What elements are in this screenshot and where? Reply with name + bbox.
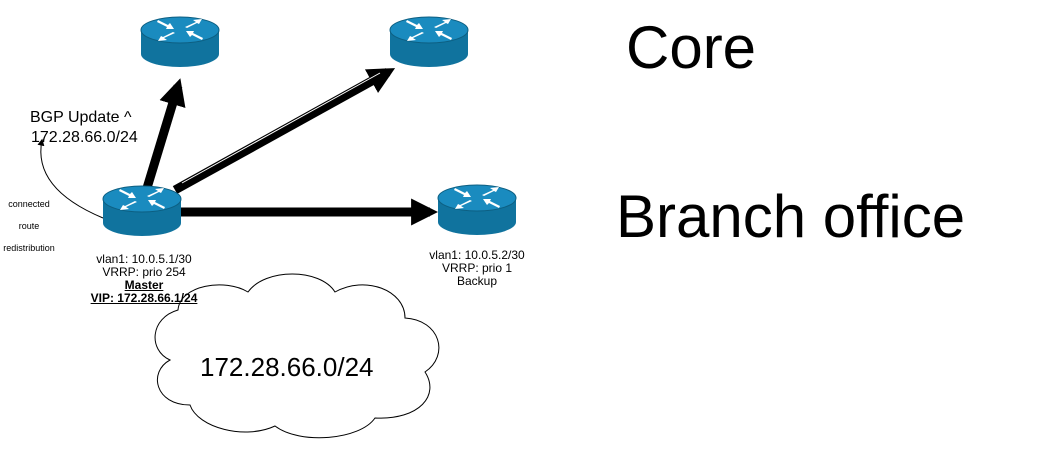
link-master-to-core-left [142,78,186,190]
master-vip: VIP: 172.28.66.1/24 [90,291,198,305]
backup-vrrp: VRRP: prio 1 [441,261,513,275]
router-icon-backup [437,184,517,236]
redistribution-arrow [37,138,104,219]
router-icon-core-left [140,16,220,68]
branch-office-label: Branch office [616,183,966,250]
master-vrrp: VRRP: prio 254 [102,265,186,279]
redistribution-text: redistribution [3,243,55,253]
master-role: Master [124,278,164,292]
master-vlan: vlan1: 10.0.5.1/30 [96,252,192,266]
connected-text: connected [8,199,50,209]
backup-role: Backup [456,274,498,288]
core-label: Core [626,14,757,81]
router-icon-core-right [389,16,469,68]
backup-vlan: vlan1: 10.0.5.2/30 [429,248,525,262]
cloud-shape [154,273,440,439]
bgp-prefix-label: 172.28.66.0/24 [31,129,138,146]
bgp-update-label: BGP Update ^ [30,109,132,126]
cloud-prefix-label: 172.28.66.0/24 [200,352,374,382]
route-text: route [18,221,40,231]
redistribution-label: connected route redistribution [0,193,58,259]
link-master-to-core-right [172,68,396,194]
backup-router-info: vlan1: 10.0.5.2/30 VRRP: prio 1 Backup [414,249,540,288]
router-icon-master [102,185,182,237]
master-router-info: vlan1: 10.0.5.1/30 VRRP: prio 254 Master… [80,253,208,305]
